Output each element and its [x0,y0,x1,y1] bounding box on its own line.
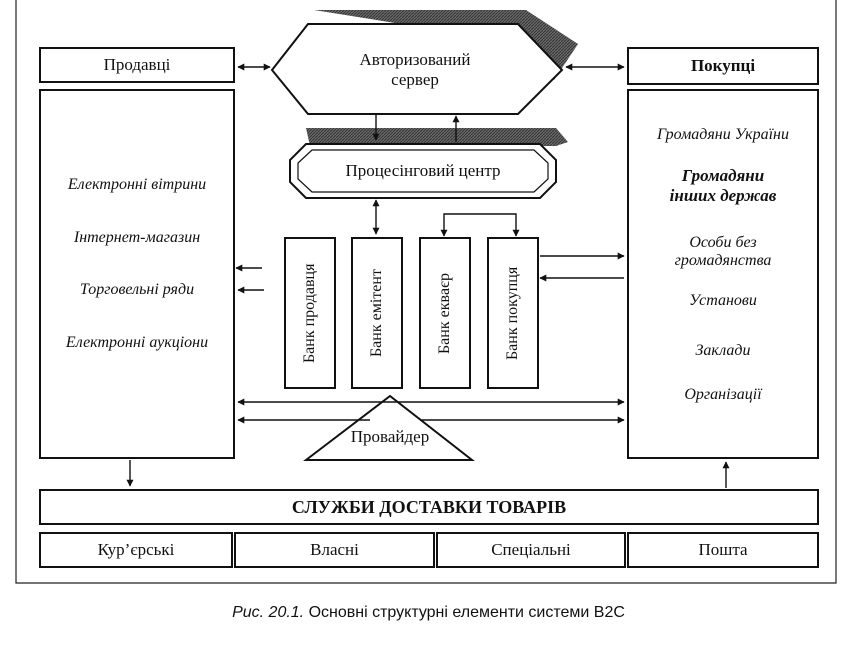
outer-frame [15,0,837,584]
delivery-title: СЛУЖБИ ДОСТАВКИ ТОВАРІВ [291,496,567,517]
buyers-item-line: Громадяни [681,166,765,186]
sellers-box [39,89,235,459]
sellers-title-box [39,47,235,83]
buyers-title-box [627,47,819,85]
auth-server-line1: Авторизований [359,50,471,70]
bank-seller-box [284,237,336,389]
delivery-type: Спеціальні [491,540,571,560]
processing-center-shadow [306,128,568,146]
auth-server-label: Авторизований сервер [310,40,520,100]
bank-acquirer-label: Банк еквaєр [435,272,453,354]
delivery-special-box [436,532,626,568]
processing-center-shape [289,143,557,199]
sellers-item: Інтернет-магазин [73,228,201,246]
buyers-item: Заклади [695,341,751,359]
bank-acquirer-box [419,237,471,389]
figure-caption-text: Основні структурні елементи системи B2C [304,604,625,621]
connection-arrows [126,63,730,488]
provider-shape [303,394,475,461]
buyers-box [627,89,819,459]
delivery-type: Власні [310,540,359,560]
delivery-courier-box [39,532,233,568]
sellers-title: Продавці [103,55,171,75]
buyers-item: Громадяни України [657,125,789,143]
auth-server-line2: сервер [391,70,439,89]
buyers-title: Покупці [690,56,756,76]
figure-number: Рис. 20.1. [232,604,305,621]
sellers-item: Торговельні ряди [79,280,195,298]
bank-issuer-box [351,237,403,389]
bank-buyer-label: Банк покупця [503,266,521,360]
bank-seller-label: Банк продавця [300,263,318,363]
delivery-title-box [39,489,819,525]
delivery-post-box [627,532,819,568]
sellers-item: Електронні аукціони [65,333,209,351]
provider-label: Провайдер [350,427,430,447]
buyers-item: Особи без громадянства [628,230,818,274]
bank-issuer-label: Банк емітент [367,269,385,357]
processing-center-label: Процесінговий центр [345,161,501,181]
buyers-item-line: громадянства [674,252,772,269]
delivery-own-box [234,532,435,568]
sellers-item: Електронні вітрини [67,175,207,193]
buyers-item-line: Особи без [689,233,757,251]
buyers-item: Організації [684,385,762,403]
buyers-item: Громадяни інших держав [628,164,818,208]
auth-server-shape [270,23,564,115]
figure-caption: Рис. 20.1. Основні структурні елементи с… [0,604,857,622]
delivery-type: Кур’єрські [97,540,175,560]
buyers-item: Установи [689,291,757,309]
delivery-type: Пошта [698,540,748,560]
buyers-item-line: інших держав [669,186,777,205]
bank-buyer-box [487,237,539,389]
